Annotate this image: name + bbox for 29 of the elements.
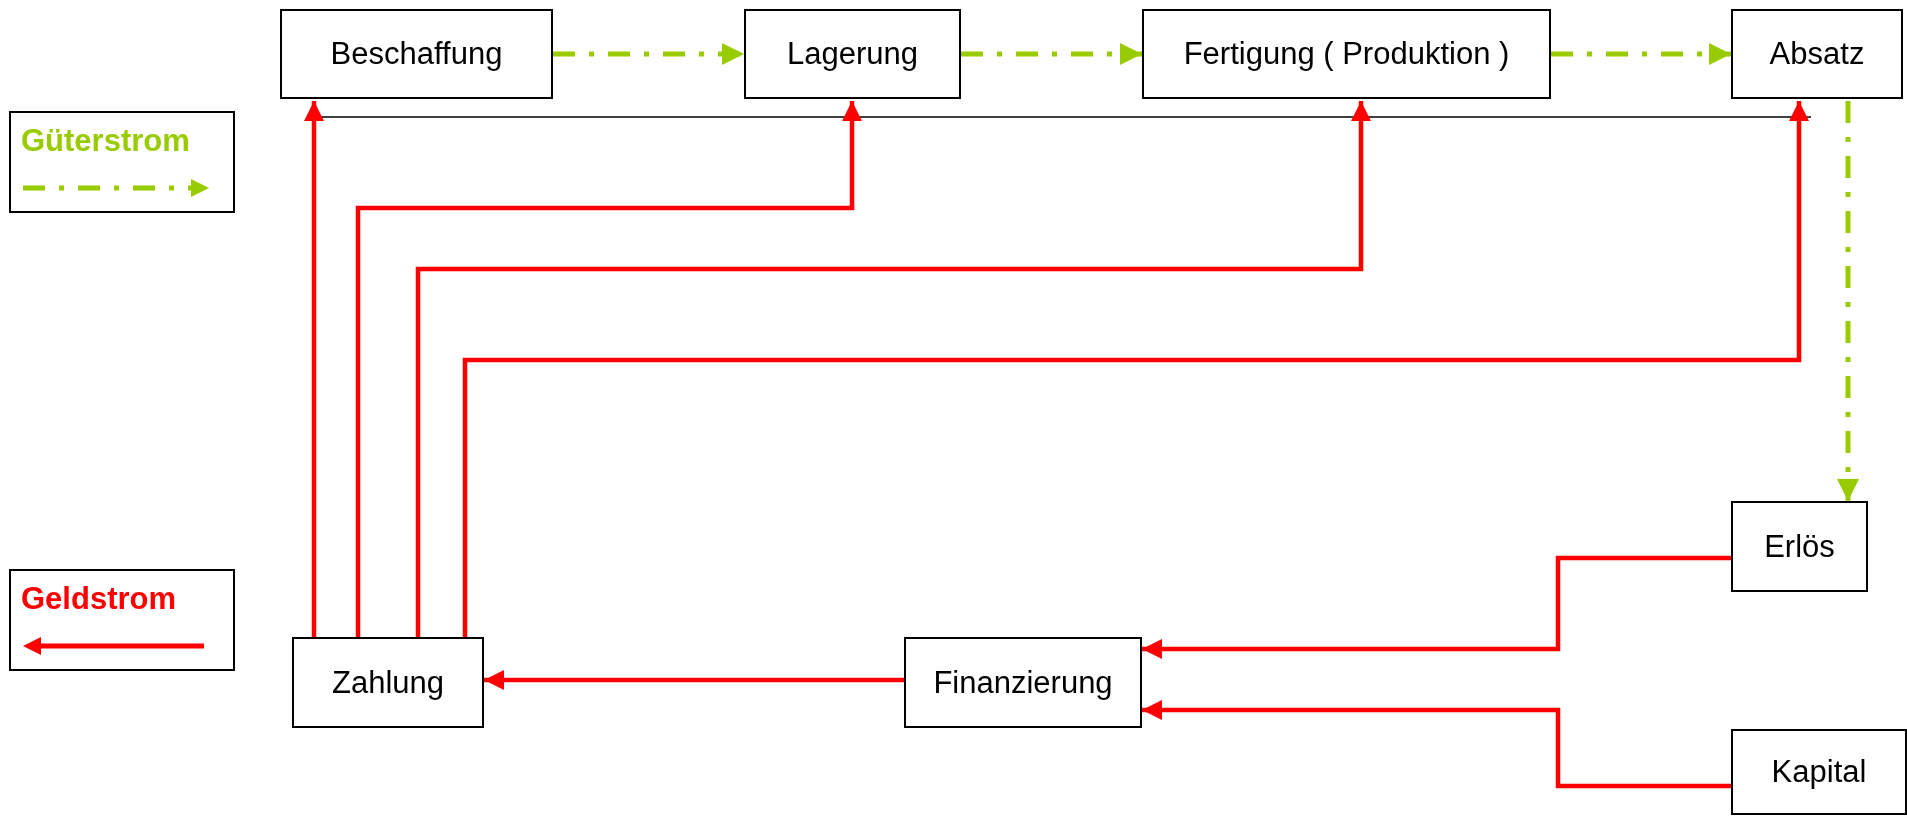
arrow (1142, 555, 1731, 660)
box-label: Erlös (1764, 528, 1835, 565)
arrow (415, 101, 1372, 637)
process-box (1731, 729, 1907, 815)
legend-label: Güterstrom (21, 123, 190, 159)
box-label: Zahlung (332, 664, 444, 701)
arrow (1551, 42, 1731, 66)
arrow (355, 101, 863, 637)
process-box (904, 637, 1142, 728)
arrow (303, 101, 325, 637)
process-box (1142, 9, 1551, 99)
process-box (744, 9, 961, 99)
box-label: Lagerung (787, 36, 918, 72)
box-label: Absatz (1769, 36, 1865, 72)
box-label: Kapital (1771, 754, 1867, 790)
box-label: Finanzierung (933, 664, 1113, 701)
process-box (1731, 9, 1903, 99)
process-box (280, 9, 553, 99)
box-label: Beschaffung (330, 36, 503, 72)
box-label: Fertigung ( Produktion ) (1183, 36, 1510, 72)
process-box (1731, 501, 1868, 592)
arrow (1836, 101, 1860, 501)
arrow (484, 669, 904, 691)
process-box (292, 637, 484, 728)
arrow (553, 42, 744, 66)
arrow (961, 42, 1142, 66)
arrow (462, 101, 1810, 637)
legend-label: Geldstrom (21, 581, 177, 617)
arrow (1142, 699, 1731, 789)
